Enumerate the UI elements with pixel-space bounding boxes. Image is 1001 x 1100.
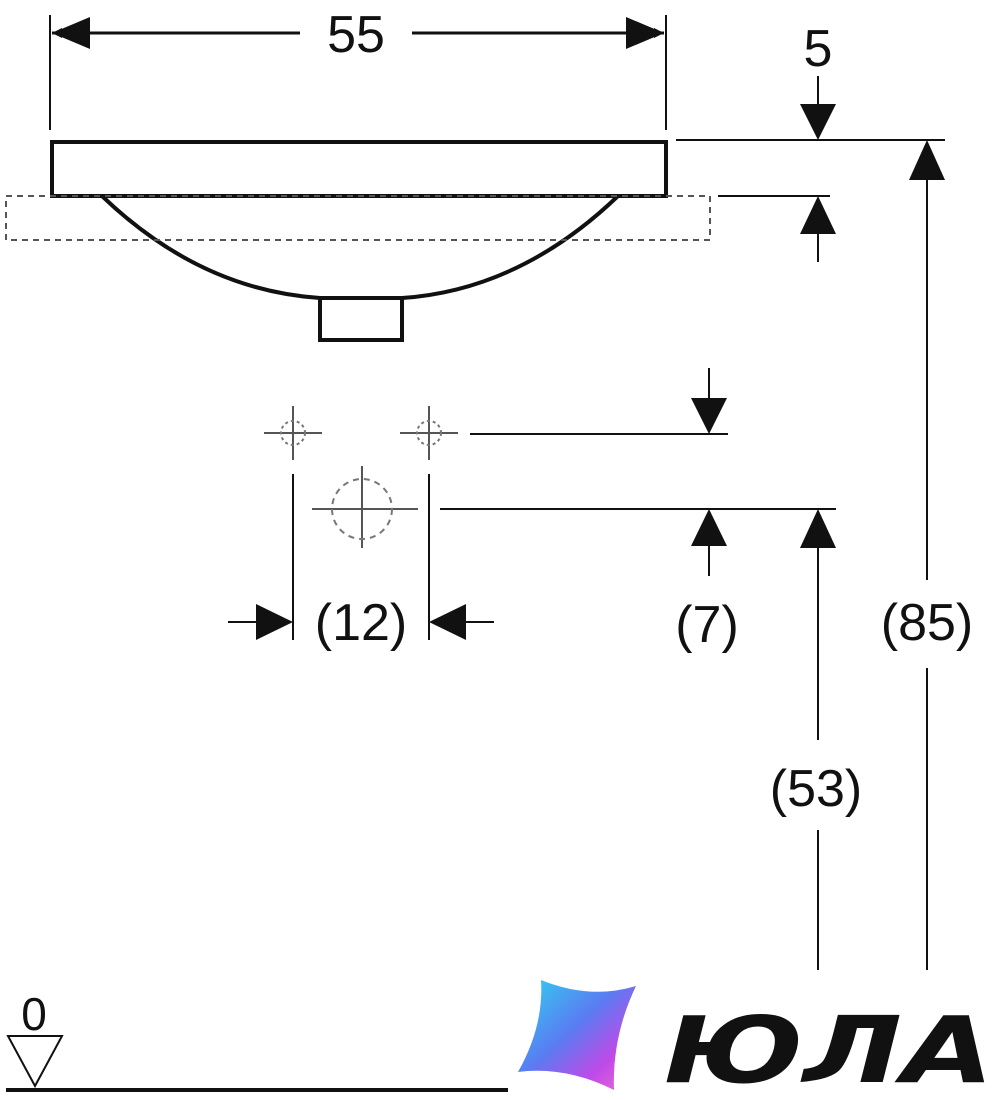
drain-hole	[312, 466, 418, 548]
drain-height-label: (53)	[770, 760, 862, 818]
tap-spacing-dimension: (12)	[228, 474, 494, 652]
tap-rise-label: (7)	[675, 596, 739, 654]
tap-hole-right	[400, 406, 458, 460]
basin	[5, 140, 711, 342]
basin-bowl	[100, 194, 620, 300]
tap-holes	[264, 406, 458, 548]
width-label: 55	[327, 6, 385, 64]
basin-drain-outlet	[318, 298, 404, 342]
floor-level-label: 0	[21, 988, 47, 1040]
top-offset-label: 5	[804, 20, 833, 78]
total-height-dimension: (85)	[881, 140, 973, 970]
yula-star-icon	[518, 980, 636, 1090]
floor-level-triangle-icon	[6, 1035, 64, 1089]
tap-rise-dimension: (7)	[440, 368, 836, 654]
floor-level-marker: 0	[6, 988, 508, 1092]
tap-hole-left	[264, 406, 322, 460]
total-height-label: (85)	[881, 594, 973, 652]
basin-rim	[50, 140, 668, 198]
yula-logo: ЮЛА	[518, 980, 994, 1100]
countertop-dashed-outline	[5, 195, 711, 241]
tap-spacing-label: (12)	[315, 594, 407, 652]
top-offset-dimension: 5	[676, 20, 945, 262]
width-dimension: 55	[49, 6, 667, 130]
drain-height-dimension: (53)	[770, 509, 862, 970]
logo-text: ЮЛА	[664, 997, 994, 1100]
